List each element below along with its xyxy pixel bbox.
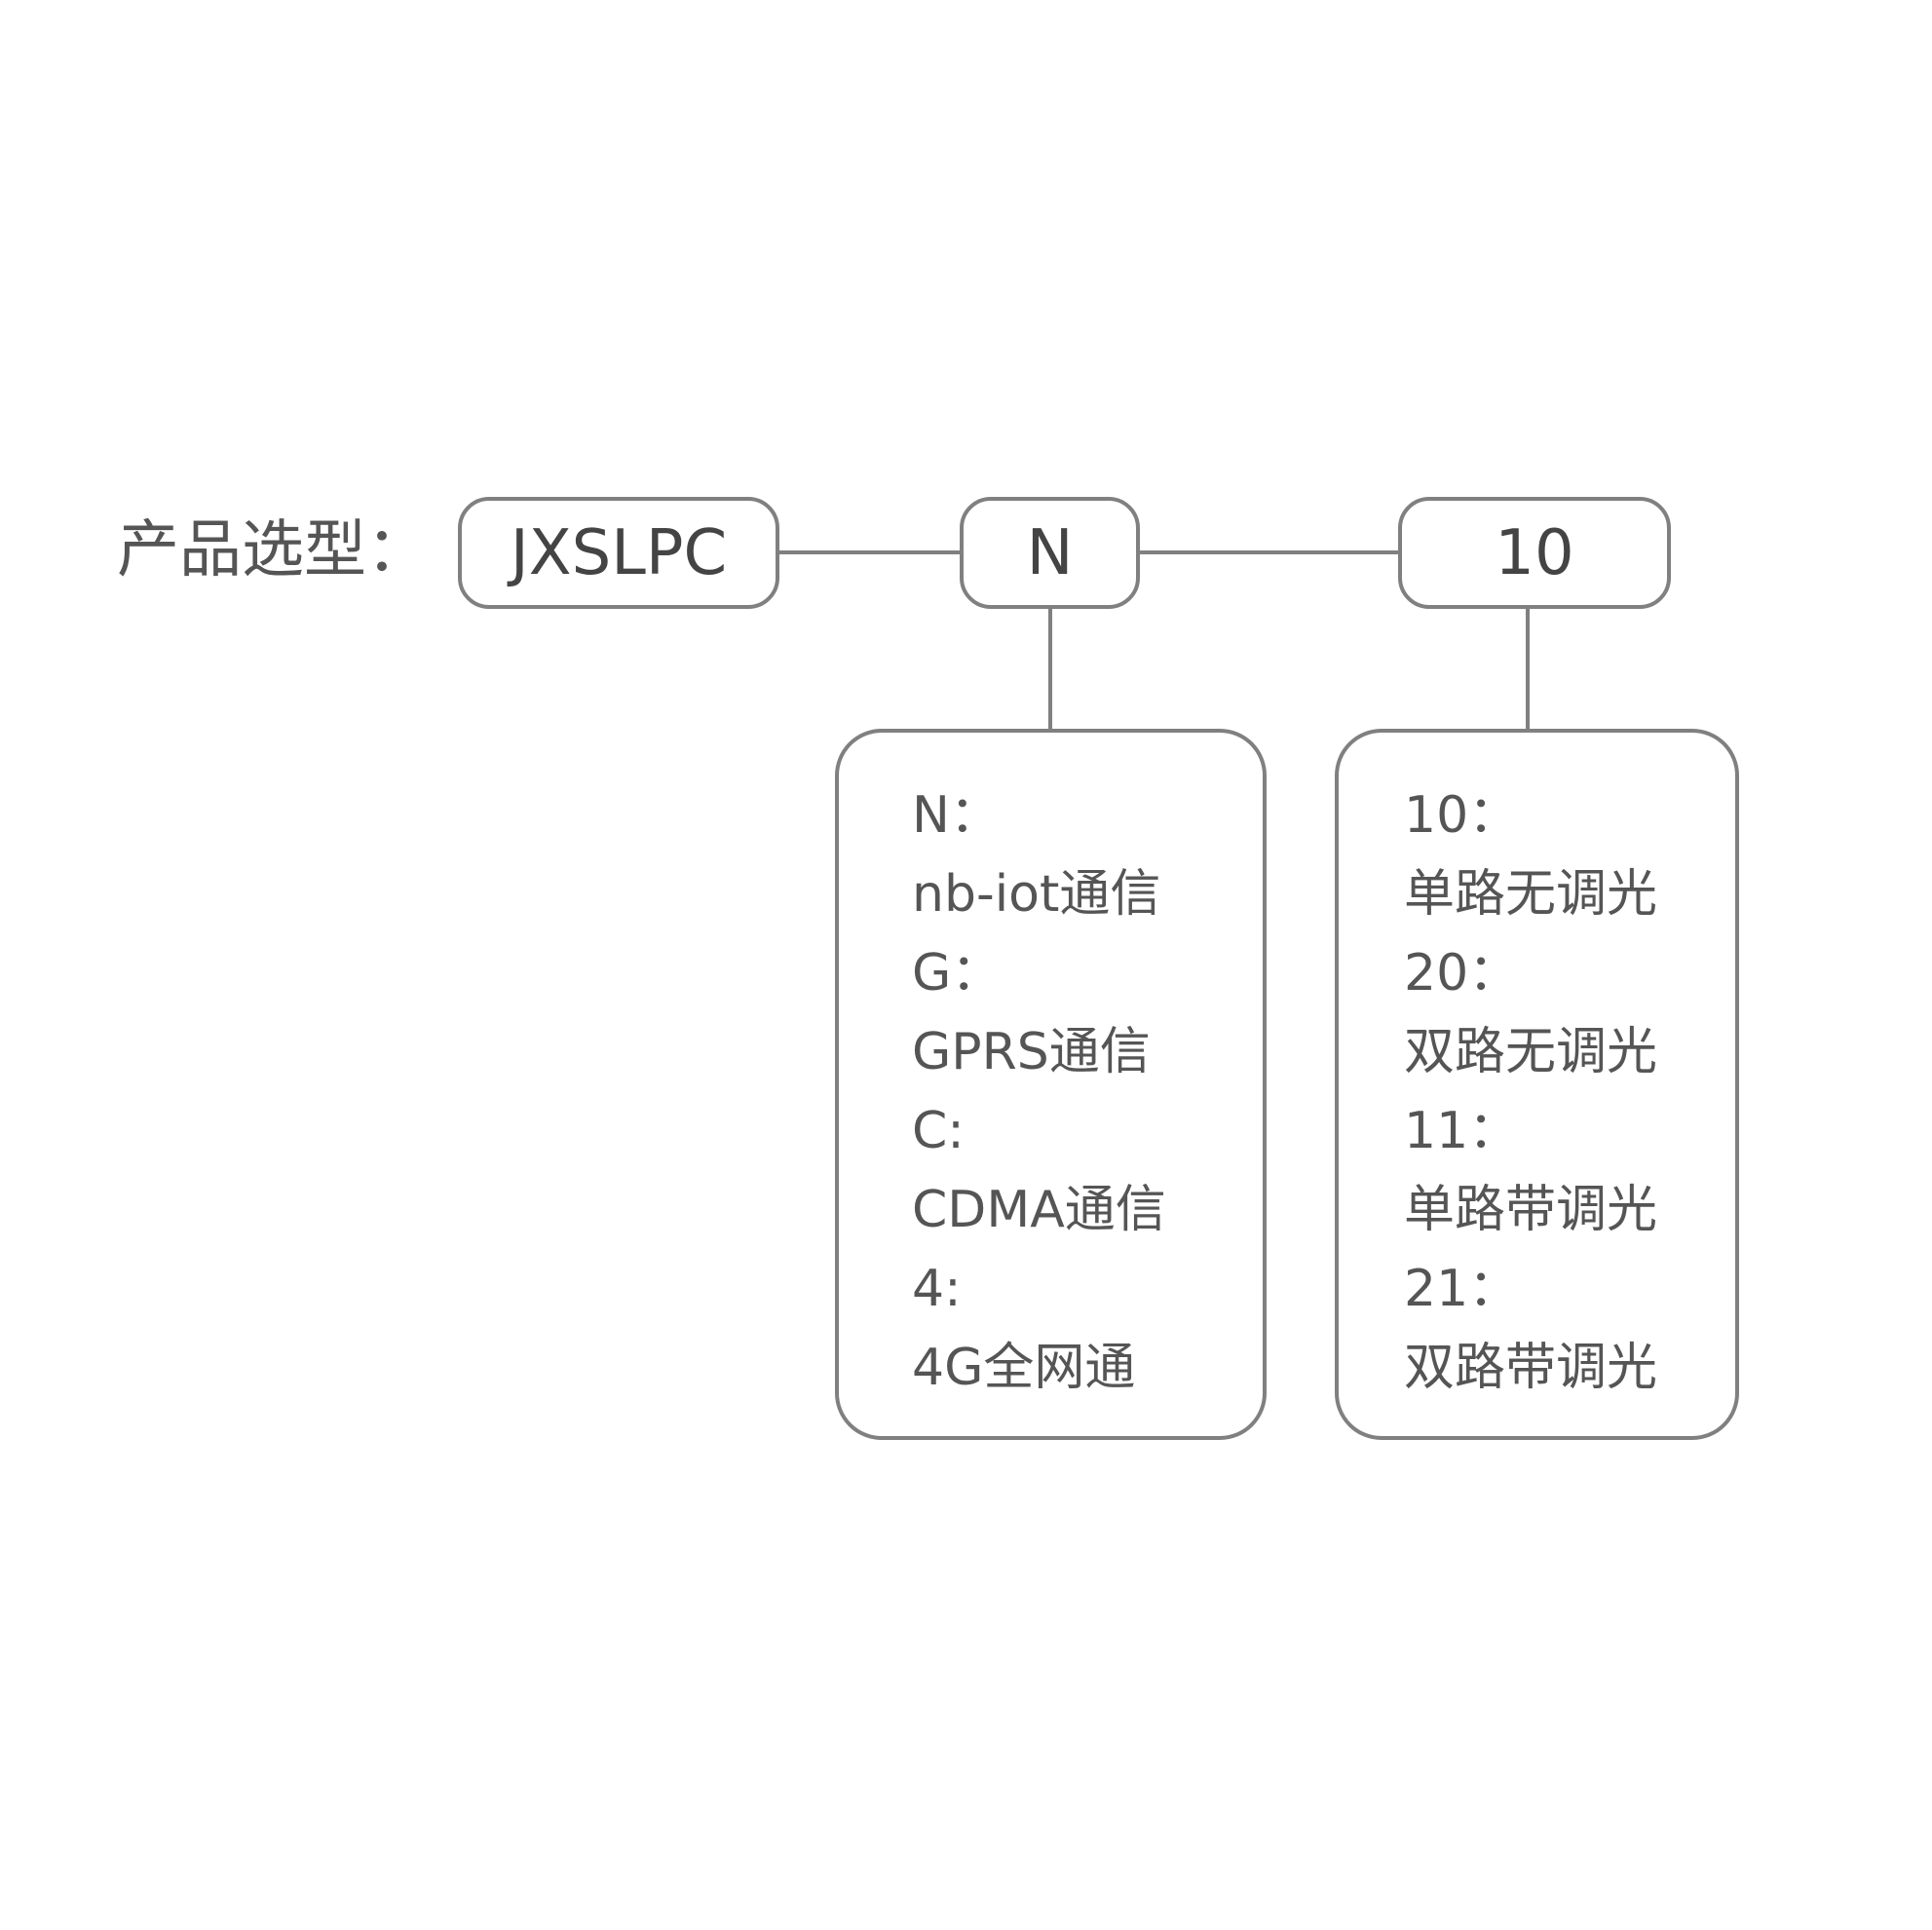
comm-option-n: N： nb-iot通信 [912,776,1166,934]
option-description: 单路带调光 [1404,1181,1658,1239]
light-code: 10 [1495,516,1574,589]
option-code: 11： [1404,1102,1520,1160]
prefix-code: JXSLPC [510,516,728,589]
option-code: 20： [1404,944,1520,1003]
option-code: N： [912,786,1001,845]
comm-option-g: G： GPRS通信 [912,934,1166,1092]
prefix-code-box: JXSLPC [458,497,779,609]
light-option-10: 10： 单路无调光 [1404,776,1657,934]
option-code: 4: [912,1260,962,1318]
option-description: CDMA通信 [912,1181,1166,1239]
option-code: C: [912,1102,965,1160]
option-code: 21： [1404,1260,1520,1318]
connector-prefix-comm [779,550,960,554]
option-description: 4G全网通 [912,1339,1136,1397]
option-code: G： [912,944,1003,1003]
comm-options-box: N： nb-iot通信 G： GPRS通信 C: CDMA通信 4: 4G全网通 [835,729,1267,1440]
connector-comm-options [1048,609,1052,731]
comm-option-4: 4: 4G全网通 [912,1250,1166,1408]
option-description: nb-iot通信 [912,865,1161,924]
option-description: GPRS通信 [912,1023,1151,1081]
light-option-20: 20： 双路无调光 [1404,934,1657,1092]
light-code-box: 10 [1398,497,1671,609]
comm-option-c: C: CDMA通信 [912,1092,1166,1250]
option-description: 双路带调光 [1404,1339,1658,1397]
comm-code: N [1026,516,1074,589]
connector-comm-light [1140,550,1398,554]
light-option-11: 11： 单路带调光 [1404,1092,1657,1250]
light-options-list: 10： 单路无调光 20： 双路无调光 11： 单路带调光 21： 双路带调光 [1404,776,1657,1408]
connector-light-options [1526,609,1530,731]
comm-code-box: N [960,497,1140,609]
comm-options-list: N： nb-iot通信 G： GPRS通信 C: CDMA通信 4: 4G全网通 [912,776,1166,1408]
light-options-box: 10： 单路无调光 20： 双路无调光 11： 单路带调光 21： 双路带调光 [1335,729,1739,1440]
option-description: 双路无调光 [1404,1023,1658,1081]
product-selection-label: 产品选型： [117,514,429,587]
option-code: 10： [1404,786,1520,845]
option-description: 单路无调光 [1404,865,1658,924]
light-option-21: 21： 双路带调光 [1404,1250,1657,1408]
